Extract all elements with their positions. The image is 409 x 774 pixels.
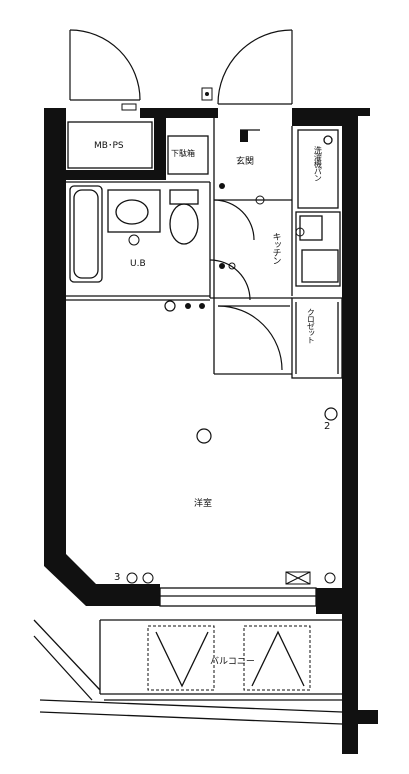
walls — [44, 108, 378, 754]
outlet-icon — [142, 572, 154, 584]
room-label-laundry: 洗濯機パン — [313, 146, 323, 181]
partitions — [33, 118, 343, 725]
outlet-icon — [324, 572, 336, 584]
doors — [69, 29, 293, 371]
room-label-kitchen: キッチン — [270, 232, 281, 264]
wall-left — [44, 108, 160, 606]
outlet-number-right: 2 — [324, 421, 331, 432]
wall-top-mid — [140, 108, 218, 118]
wall-top-left — [44, 108, 64, 120]
room-label-entrance: 玄関 — [236, 157, 255, 167]
outlet-icon — [126, 572, 138, 584]
wall-top-right — [292, 108, 354, 126]
balcony-hatches — [147, 625, 311, 691]
wall-mbps-bottom — [64, 170, 164, 180]
wall-right — [342, 108, 358, 754]
room-label-western: 洋室 — [194, 499, 213, 509]
room-label-shoebox: 下駄箱 — [171, 149, 195, 158]
outlet-number-left: 3 — [114, 572, 121, 583]
room-label-balcony: バルコニー — [210, 657, 255, 667]
ceiling-light-icon — [196, 428, 212, 444]
room-label-closet: クロゼット — [306, 308, 316, 343]
meter-icon — [201, 87, 213, 101]
wall-right-foot — [342, 710, 378, 724]
room-label-mbps: MB･PS — [94, 141, 124, 151]
fixtures — [121, 87, 338, 585]
balcony-hatch-marks — [155, 630, 305, 688]
aircon-icon — [285, 571, 311, 585]
room-label-bath: U.B — [130, 259, 146, 269]
wall-bottom-right — [316, 588, 356, 614]
outlet-icon — [324, 407, 338, 421]
wall-mbps-right — [154, 110, 166, 180]
